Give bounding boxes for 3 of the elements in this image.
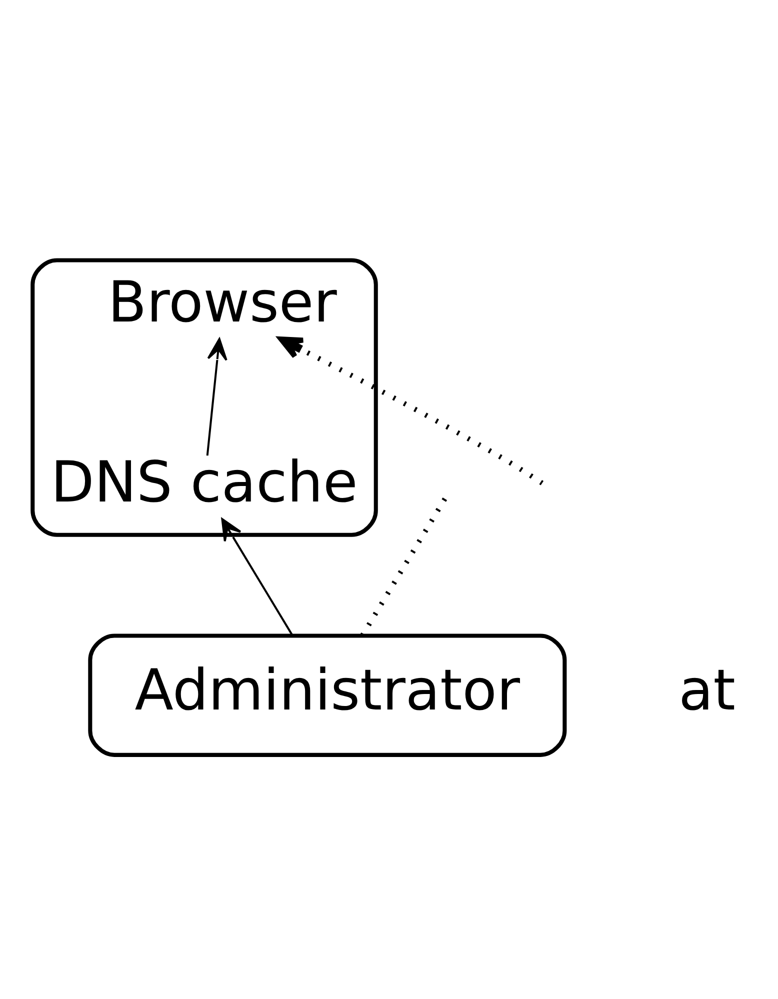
node-text: Browser	[108, 270, 337, 336]
node-text: DNS cache	[50, 450, 358, 516]
label: at	[678, 658, 736, 724]
